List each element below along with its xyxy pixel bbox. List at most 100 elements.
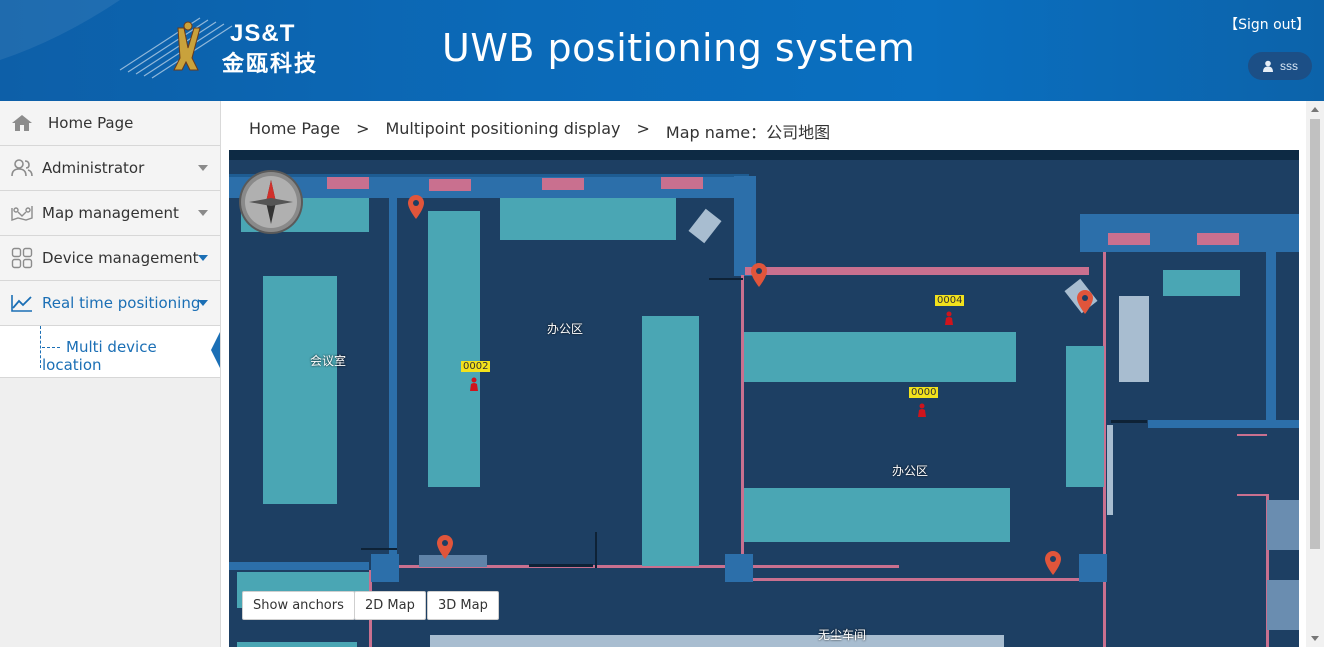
sidebar-item-administrator[interactable]: Administrator — [0, 146, 220, 191]
user-badge[interactable]: sss — [1248, 52, 1312, 80]
sidebar-subitem-label: Multi device location — [42, 338, 157, 374]
3d-map-button[interactable]: 3D Map — [427, 591, 499, 620]
tag-marker[interactable]: 0000 — [909, 387, 939, 417]
logo-text-cn: 金瓯科技 — [222, 52, 319, 77]
desk — [500, 198, 676, 240]
tag-marker[interactable]: 0002 — [461, 361, 491, 391]
floor-map[interactable]: 会议室 办公区 办公区 无尘车间 0002 0004 0000 — [229, 150, 1299, 647]
floor-plan — [229, 150, 1299, 647]
chevron-down-icon — [198, 255, 208, 261]
pillar — [1079, 554, 1107, 582]
chair — [688, 208, 722, 244]
pillar — [725, 554, 753, 582]
sidebar-item-label: Administrator — [42, 159, 145, 177]
user-icon — [1263, 60, 1273, 72]
desk — [1066, 346, 1104, 487]
sidebar-item-label: Home Page — [48, 114, 134, 132]
scroll-up-icon[interactable] — [1311, 107, 1319, 112]
chevron-down-icon — [198, 300, 208, 306]
window — [661, 177, 703, 189]
vertical-scrollbar[interactable] — [1306, 101, 1324, 647]
wall-line — [745, 267, 1089, 275]
breadcrumb-section[interactable]: Multipoint positioning display — [385, 119, 621, 138]
breadcrumb-separator: > — [636, 119, 650, 138]
company-logo — [173, 21, 201, 71]
wall-band — [389, 198, 397, 558]
scroll-thumb[interactable] — [1310, 119, 1320, 549]
logo-text-en: JS&T — [230, 20, 296, 47]
wall-band — [1148, 420, 1299, 428]
sidebar: Home Page Administrator Map management — [0, 101, 221, 647]
scroll-down-icon[interactable] — [1311, 636, 1319, 641]
tag-label: 0000 — [909, 387, 939, 398]
wall-band — [734, 176, 756, 276]
system-title: UWB positioning system — [442, 26, 916, 70]
2d-map-button[interactable]: 2D Map — [354, 591, 426, 620]
window — [327, 177, 369, 189]
desk — [744, 332, 1016, 382]
cabinet — [419, 555, 487, 567]
person-tag-icon — [918, 403, 926, 417]
person-tag-icon — [470, 377, 478, 391]
sidebar-subitem-multi-device-location[interactable]: Multi device location — [42, 338, 220, 374]
cabinet — [1267, 580, 1299, 630]
compass-icon — [239, 170, 303, 234]
room-label: 办公区 — [892, 464, 929, 478]
sidebar-item-home[interactable]: Home Page — [0, 101, 220, 146]
desk — [1163, 270, 1240, 296]
anchor-pin-icon[interactable] — [1045, 551, 1061, 575]
map-top-strip — [229, 150, 1299, 160]
tag-marker[interactable]: 0004 — [935, 295, 965, 325]
sidebar-item-label: Map management — [42, 204, 179, 222]
active-marker — [211, 332, 220, 368]
submenu-dash — [42, 347, 60, 348]
breadcrumb-home[interactable]: Home Page — [249, 119, 341, 138]
person-tag-icon — [945, 311, 953, 325]
sidebar-item-map-management[interactable]: Map management — [0, 191, 220, 236]
cabinet — [1267, 500, 1299, 550]
home-icon — [10, 112, 34, 134]
desk — [237, 642, 357, 647]
cabinet — [430, 635, 1004, 647]
window — [1197, 233, 1239, 245]
window — [429, 179, 471, 191]
anchor-pin-icon[interactable] — [751, 263, 767, 287]
pillar — [371, 554, 399, 582]
tag-label: 0002 — [461, 361, 491, 372]
window — [542, 178, 584, 190]
window — [1108, 233, 1150, 245]
room-label: 会议室 — [310, 354, 347, 368]
username: sss — [1280, 59, 1298, 73]
show-anchors-button[interactable]: Show anchors — [242, 591, 355, 620]
submenu-real-time-positioning: Multi device location — [0, 326, 220, 378]
app-header: JS&T 金瓯科技 UWB positioning system 【Sign o… — [0, 0, 1324, 101]
sidebar-item-real-time-positioning[interactable]: Real time positioning — [0, 281, 220, 326]
wall-band — [1266, 214, 1276, 424]
sidebar-item-device-management[interactable]: Device management — [0, 236, 220, 281]
breadcrumb-map-name: Map name：公司地图 — [665, 123, 831, 142]
sign-out-link[interactable]: 【Sign out】 — [1224, 17, 1310, 33]
map-icon — [10, 202, 34, 224]
breadcrumb-separator: > — [356, 119, 370, 138]
tag-label: 0004 — [935, 295, 965, 306]
anchor-pin-icon[interactable] — [1077, 290, 1093, 314]
submenu-tree-line — [40, 326, 41, 368]
room-label: 办公区 — [547, 322, 584, 336]
grid-icon — [10, 247, 34, 269]
users-icon — [10, 157, 34, 179]
anchor-pin-icon[interactable] — [408, 195, 424, 219]
desk — [428, 211, 480, 487]
desk — [642, 316, 699, 566]
desk — [263, 276, 337, 504]
chevron-down-icon — [198, 210, 208, 216]
sidebar-item-label: Device management — [42, 249, 199, 267]
sidebar-item-label: Real time positioning — [42, 294, 201, 312]
anchor-pin-icon[interactable] — [437, 535, 453, 559]
chevron-down-icon — [198, 165, 208, 171]
room-label: 无尘车间 — [818, 628, 867, 642]
breadcrumb: Home Page > Multipoint positioning displ… — [249, 119, 830, 143]
wall-band — [229, 562, 369, 570]
desk — [744, 488, 1010, 542]
cabinet — [1119, 296, 1149, 382]
chart-line-icon — [10, 292, 34, 314]
